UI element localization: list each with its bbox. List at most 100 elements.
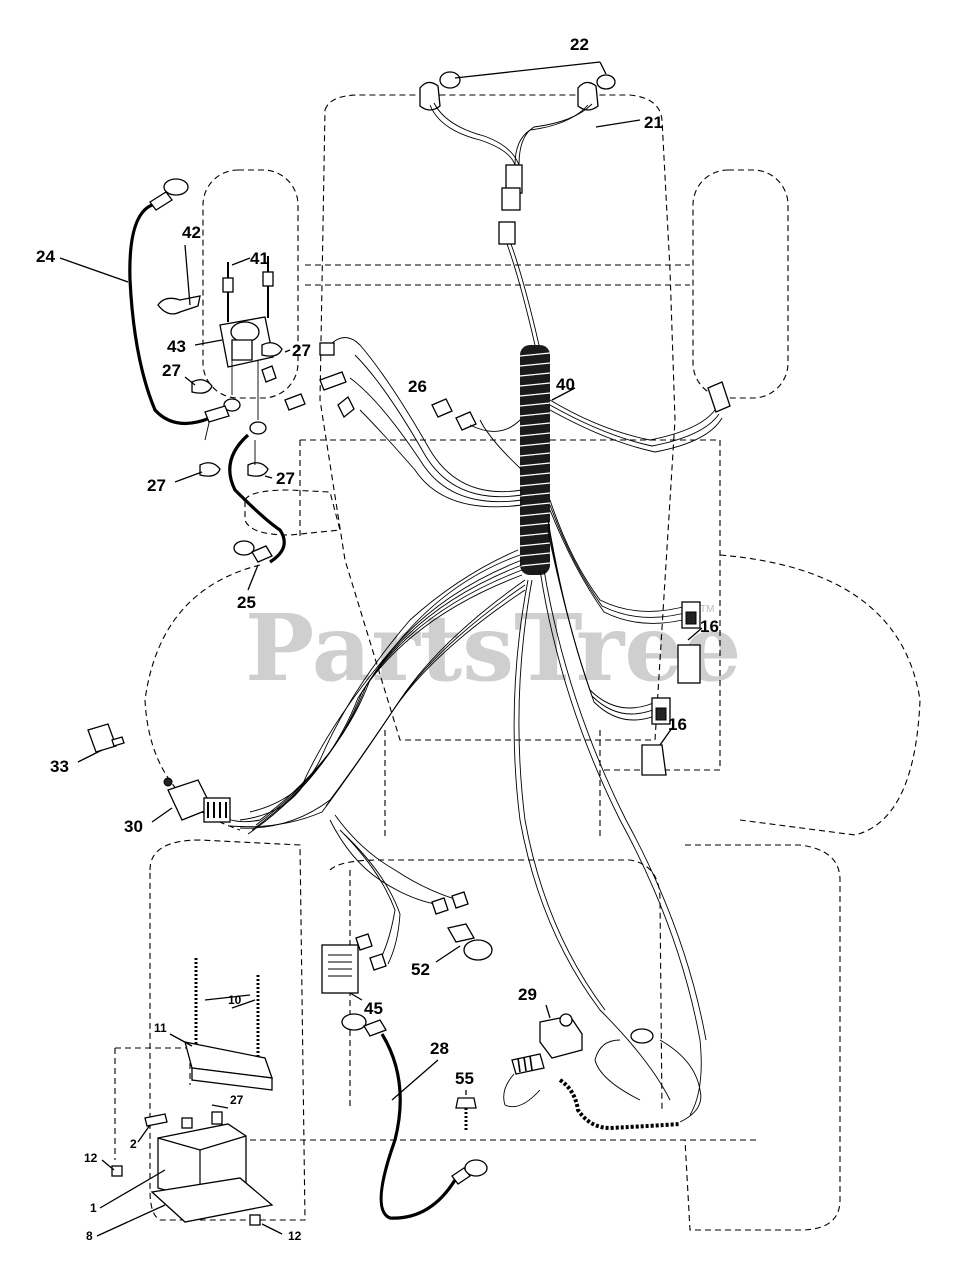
leader-12b [261,1223,283,1235]
headlight-socket-right [577,81,599,111]
leader-30 [151,807,173,823]
callout-27b: 27 [162,361,181,380]
leader-27e [211,1104,229,1109]
callout-55: 55 [455,1069,474,1088]
leader-16b [659,727,673,746]
callout-29: 29 [518,985,537,1004]
callout-27c: 27 [147,476,166,495]
leader-45 [349,992,363,1001]
seat-switch-connector [707,381,731,413]
callout-28: 28 [430,1039,449,1058]
leader-12a [101,1159,115,1171]
switch-16b [641,744,667,776]
leader-40 [551,387,576,401]
battery-assembly [96,958,283,1237]
leader-27b [184,376,196,386]
callout-33: 33 [50,757,69,776]
callout-52: 52 [411,960,430,979]
leader-33 [77,749,103,763]
nut-27b [191,379,213,394]
connector-26a [431,398,453,418]
nut-27a [261,342,283,357]
dash-components [321,923,493,1001]
leader-10 [204,994,256,1009]
battery-cable-28 [341,1013,488,1220]
wires-right [549,381,731,453]
callout-27e: 27 [230,1093,244,1107]
headlight-socket-left [419,81,441,111]
callout-1: 1 [90,1201,97,1215]
wires-upper-left [319,337,523,508]
callout-26: 26 [408,377,427,396]
solenoid-body [230,321,260,343]
leader-27c [174,471,203,483]
solenoid-boot-42 [157,295,201,315]
switch-16a [677,644,701,684]
callout-8: 8 [86,1229,93,1243]
bolt-2 [144,1113,168,1127]
callout-12b: 12 [288,1229,302,1243]
leader-8 [96,1204,166,1237]
pto-connector [511,1053,545,1075]
wires-to-rear [329,569,707,1116]
nut-12a [111,1165,123,1177]
leader-29 [545,1004,551,1019]
leader-22 [454,61,601,79]
callout-12a: 12 [84,1151,98,1165]
leader-21 [595,119,641,128]
leader-43 [194,339,223,346]
battery-cable-24 [59,178,230,426]
headlight-bulb-left [439,71,461,89]
terminal-boot [181,1117,193,1129]
callout-16a: 16 [700,617,719,636]
callout-41: 41 [250,249,269,268]
cable-25 [228,433,286,591]
nut-27c [199,462,221,477]
wires-switches [547,499,703,776]
headlight-bulb-right [596,74,616,90]
callout-21: 21 [644,113,663,132]
solenoid-assembly [157,244,306,483]
callout-2: 2 [130,1137,137,1151]
callout-25: 25 [237,593,256,612]
leader-2 [137,1124,151,1143]
callout-43: 43 [167,337,186,356]
callout-labels: 22 21 24 42 41 43 27 27 27 27 26 40 25 1… [36,35,719,1243]
leader-16a [687,627,703,641]
harness-terminal-a [319,342,335,356]
leader-27d [264,475,273,479]
chassis-outline [114,94,921,1231]
leader-28 [391,1059,439,1101]
battery-tray-8 [150,1177,274,1223]
nut-27d [247,462,269,477]
callout-22: 22 [570,35,589,54]
harness-terminal-c [337,395,355,419]
callout-27a: 27 [292,341,311,360]
wires-to-ignition [219,549,526,835]
leader-11 [169,1033,193,1047]
bolt-55 [455,1097,477,1109]
harness-terminal-b [319,371,347,391]
connector-26b [455,411,477,431]
callout-24: 24 [36,247,55,266]
leader-42 [184,244,191,306]
callout-10: 10 [228,993,242,1007]
harness-terminal-g [369,953,387,971]
leader-27a [284,349,291,353]
harness-terminal-e [451,891,469,909]
harness-loom [519,345,576,575]
fuel-solenoid-52 [446,923,476,943]
callout-16b: 16 [668,715,687,734]
headlight-plug [501,187,521,211]
leader-24 [59,257,129,283]
callout-11: 11 [154,1021,167,1035]
leader-41 [231,257,251,266]
ignition-assembly [77,723,231,823]
callout-45: 45 [364,999,383,1018]
ignition-key [87,723,117,753]
watermark-tm: TM [700,604,714,615]
leader-1 [99,1169,166,1209]
harness-terminal-d [431,897,449,915]
callout-27d: 27 [276,469,295,488]
